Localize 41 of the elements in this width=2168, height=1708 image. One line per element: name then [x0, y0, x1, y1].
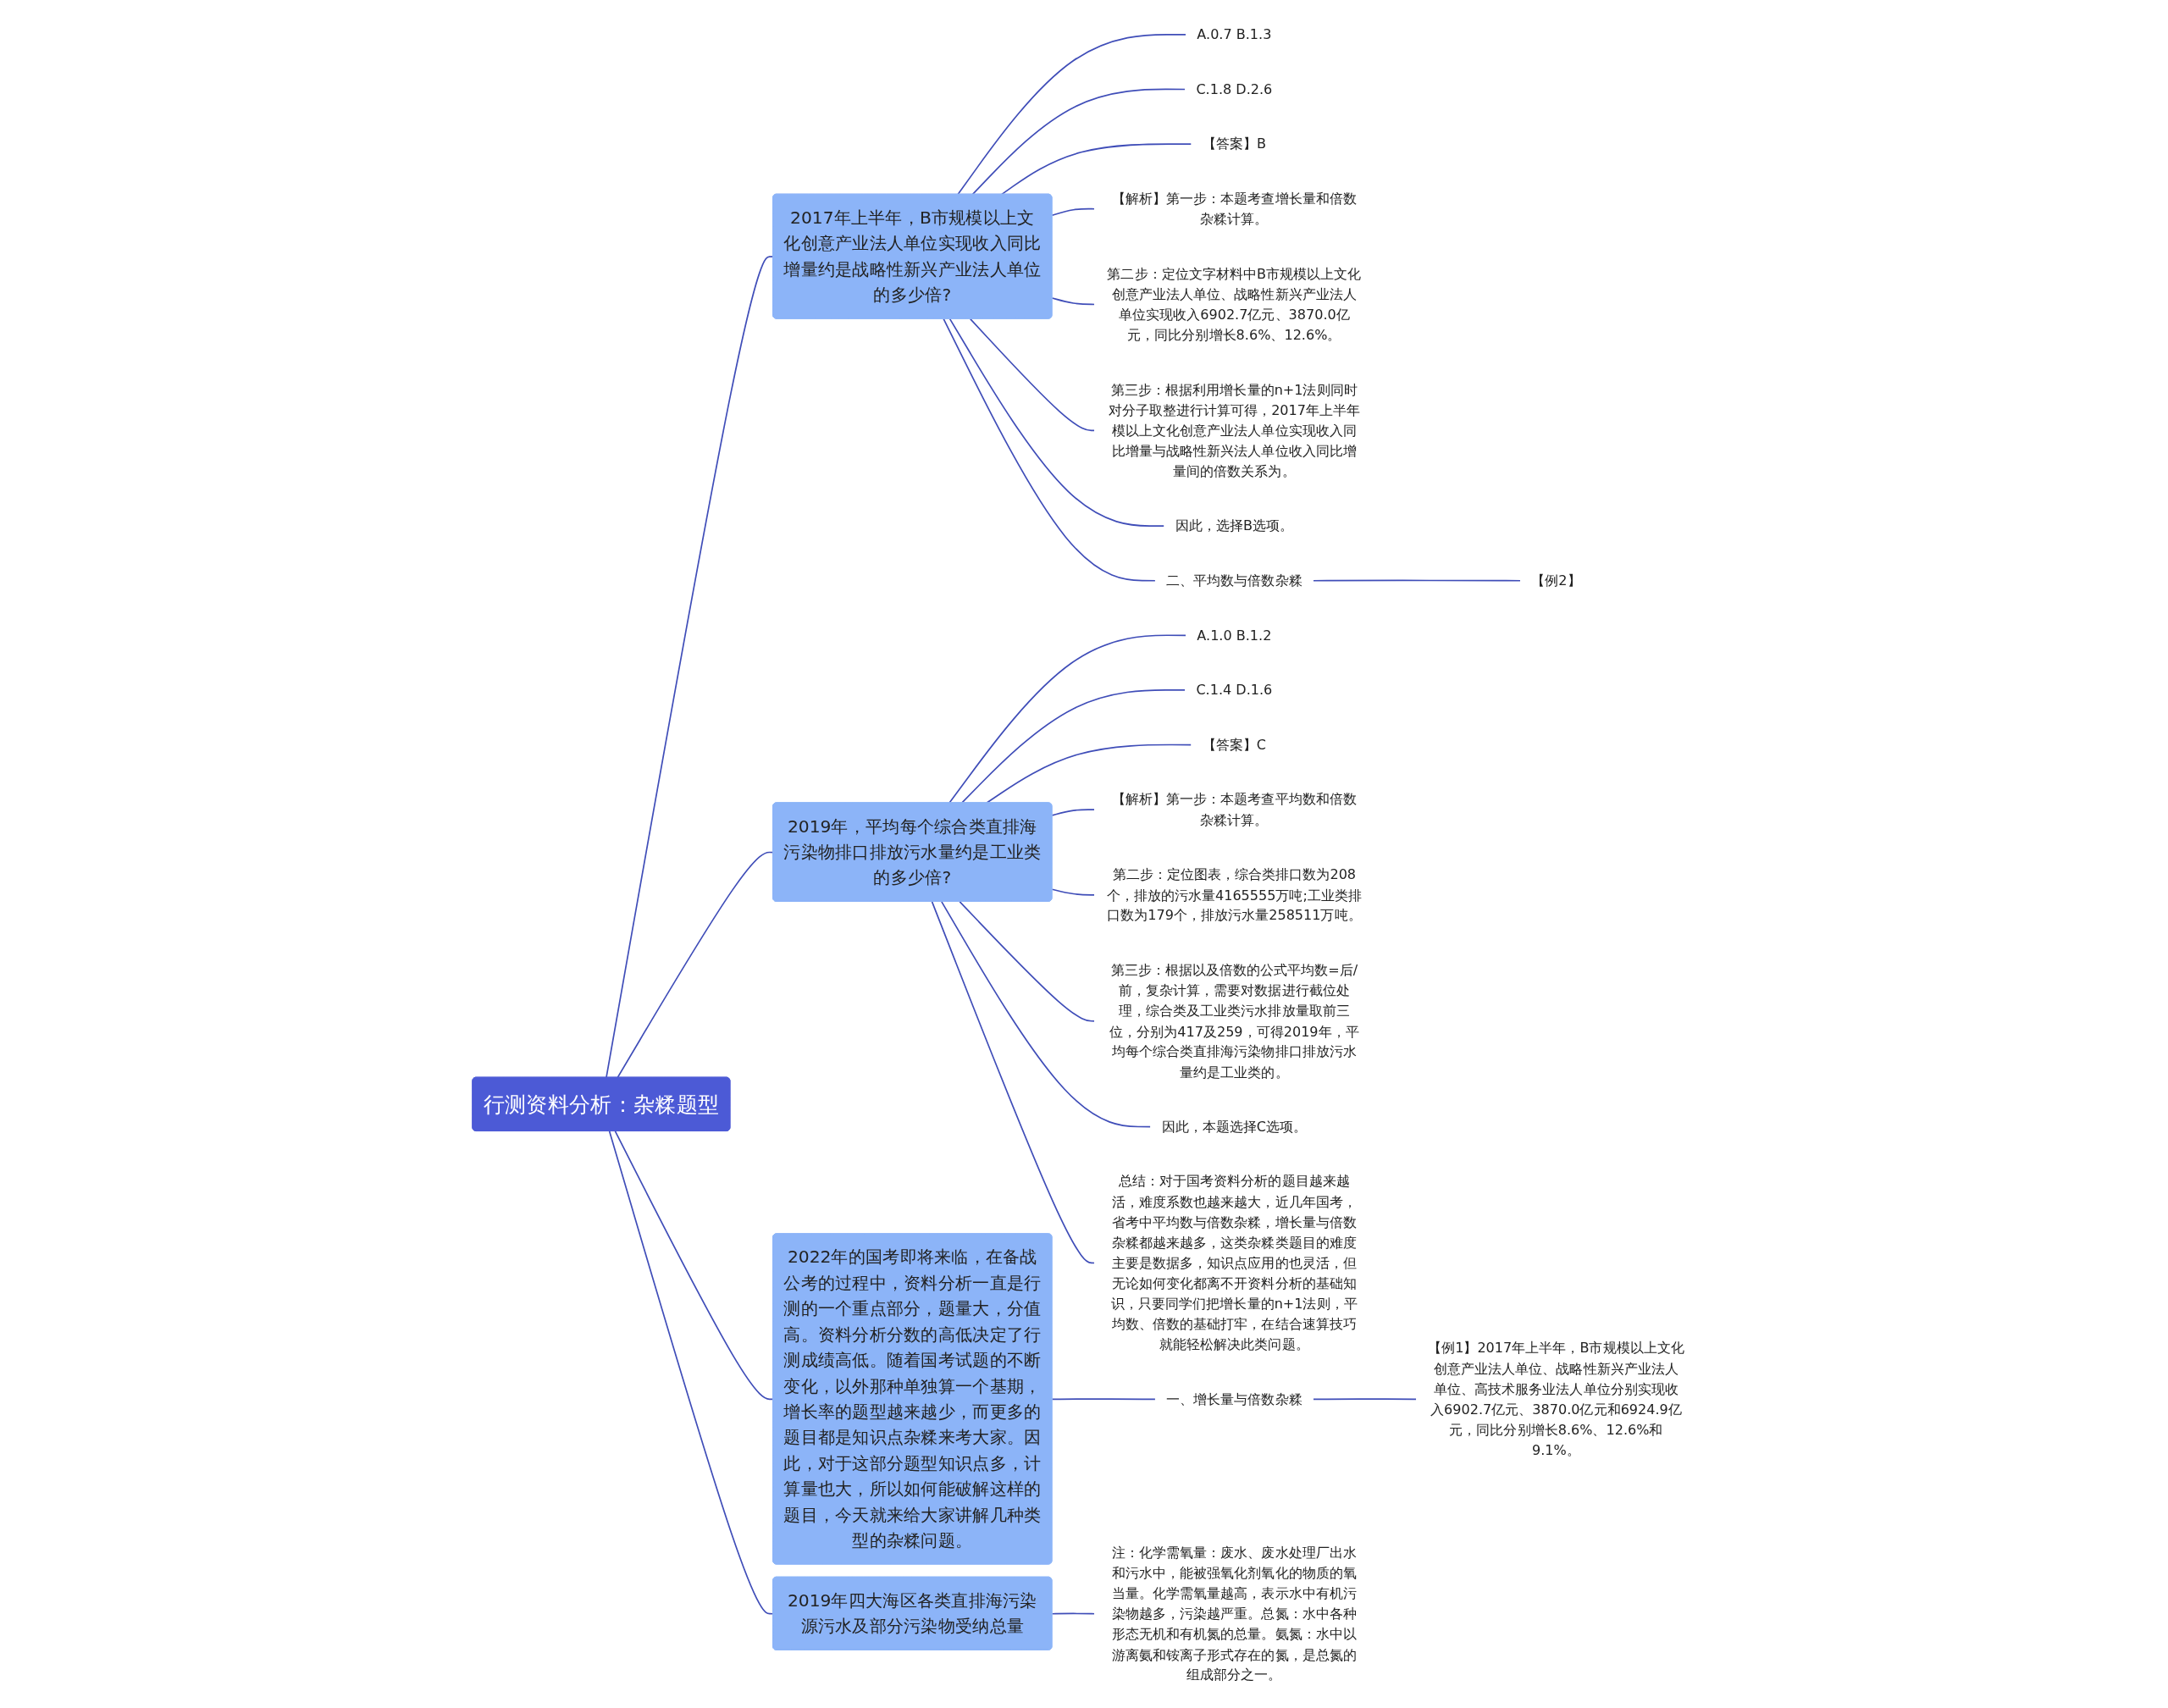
connector: [1051, 887, 1096, 896]
connector: [943, 318, 1157, 582]
connector: [960, 688, 1186, 804]
connector: [971, 88, 1186, 195]
node-text: 【解析】第一步：本题考查平均数和倍数杂糅计算。: [1111, 790, 1357, 827]
node-text: 因此，本题选择C选项。: [1161, 1118, 1308, 1134]
node-text: 二、平均数与倍数杂糅: [1166, 572, 1302, 588]
node-text: 第二步：定位图表，综合类排口数为208个，排放的污水量4165555万吨;工业类排口数为179个，排放污水量258511万吨。: [1106, 865, 1363, 923]
connector: [606, 255, 774, 1078]
node-text: 【答案】B: [1202, 135, 1266, 152]
connector: [1312, 579, 1522, 582]
connector: [1051, 1397, 1157, 1400]
connector: [959, 900, 1096, 1022]
connector: [1051, 808, 1096, 816]
connector: [948, 318, 1166, 527]
connector: [614, 1130, 774, 1400]
node-text: A.1.0 B.1.2: [1197, 626, 1272, 643]
node-text: A.0.7 B.1.3: [1197, 25, 1272, 42]
node-text: 第二步：定位文字材料中B市规模以上文化创意产业法人单位、战略性新兴产业法人单位实现收入6902.7亿元、3870.0亿元，同比分别增长8.6%、12.6%。: [1107, 264, 1362, 342]
connector: [948, 633, 1187, 804]
connector: [957, 33, 1187, 195]
node-text: 【例2】: [1531, 572, 1581, 588]
connector: [1312, 1397, 1418, 1400]
node-text: 【解析】第一步：本题考查增长量和倍数杂糅计算。: [1111, 190, 1357, 226]
node-text: C.1.8 D.2.6: [1196, 80, 1273, 97]
node-text: 【例1】2017年上半年，B市规模以上文化创意产业法人单位、战略性新兴产业法人单位、高技术服务业法人单位分别实现收入6902.7亿元、3870.0亿元和6924.9亿元，同比分别增长8.6%、12.6%和9.1%。: [1428, 1339, 1684, 1457]
node-text: 注：化学需氧量：废水、废水处理厂出水和污水中，能被强氧化剂氧化的物质的氧当量。化学需氧量越高，表示水中有机污染物越多，污染越严重。总氮：水中各种形态无机和有机氮的总量。氨氮：水中以游离氨和铵离子形式存在的氮，是总氮的组成部分之一。: [1111, 1544, 1357, 1683]
connector: [617, 851, 774, 1078]
node-text: 【答案】C: [1202, 736, 1267, 752]
node-text: 总结：对于国考资料分析的题目越来越活，难度系数也越来越大，近几年国考，省考中平均数与倍数杂糅，增长量与倍数杂糅都越来越多，这类杂糅类题目的难度主要是数据多，知识点应用的也灵活，但无论如何变化都离不开资料分析的基础知识，只要同学们把增长量的n+1法则，平均数、倍数的基础打牢，在结合速算技巧就能轻松解决此类问题。: [1111, 1172, 1358, 1351]
connector: [1051, 296, 1096, 305]
node-text: 一、增长量与倍数杂糅: [1166, 1390, 1302, 1407]
connector: [1051, 207, 1096, 216]
node-text: C.1.4 D.1.6: [1196, 681, 1273, 698]
connector: [931, 900, 1096, 1263]
connector: [1051, 1612, 1096, 1615]
connector: [608, 1130, 774, 1615]
node-text: 第三步：根据利用增长量的n+1法则同时对分子取整进行计算可得，2017年上半年模以上文化创意产业法人单位实现收入同比增量与战略性新兴法人单位收入同比增量间的倍数关系为。: [1108, 380, 1361, 478]
node-text: 第三步：根据以及倍数的公式平均数=后/前，复杂计算，需要对数据进行截位处理，综合类及工业类污水排放量取前三位，分别为417及259，可得2019年，平均每个综合类直排海污染物排口排放污水量约是工业类的。: [1109, 961, 1359, 1080]
connector: [969, 318, 1096, 431]
node-text: 因此，选择B选项。: [1175, 517, 1294, 533]
